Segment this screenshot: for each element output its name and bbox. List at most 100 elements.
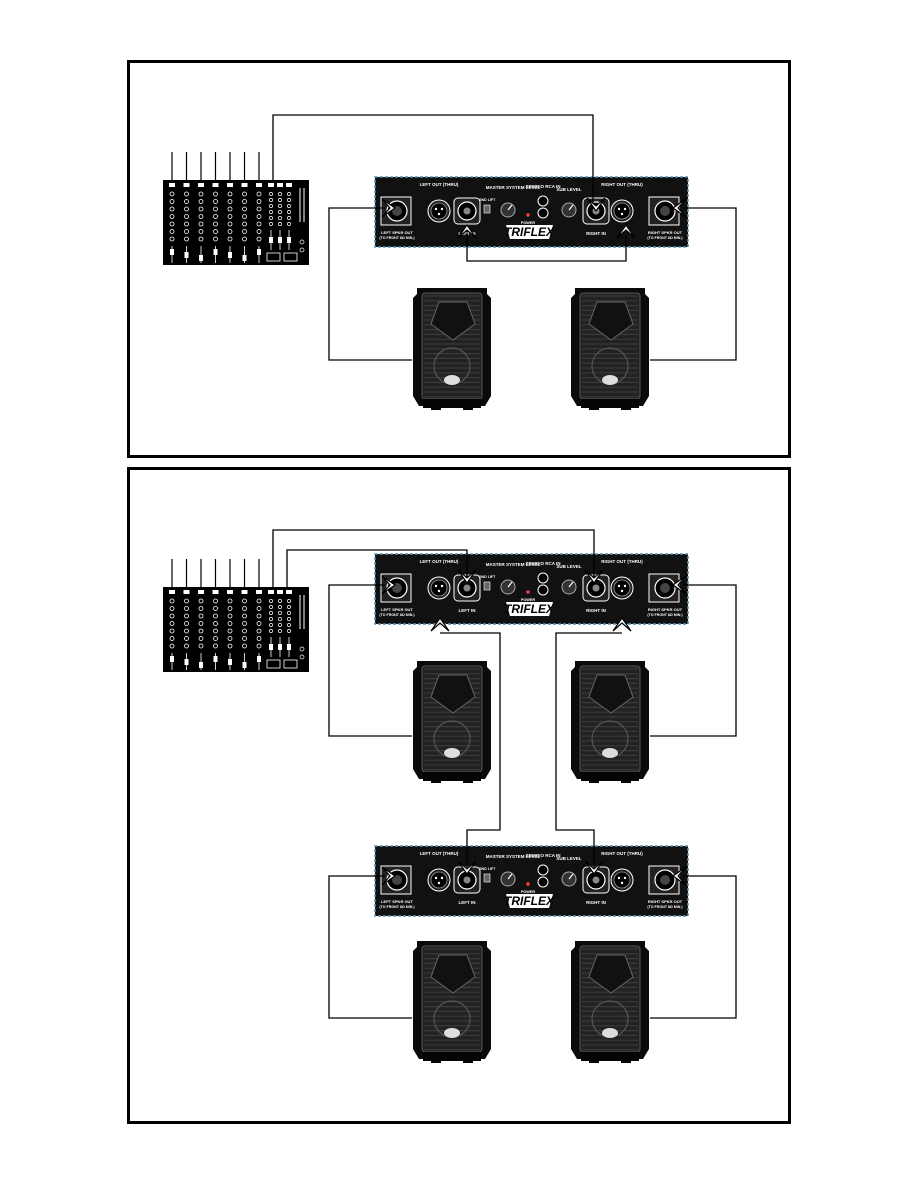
right-out-thru-xlr-jack-pin [620,881,624,885]
left-out-thru-xlr-jack-body [430,871,448,889]
mixer-fader-cap [257,249,261,255]
upper-left-speaker-cable [328,584,412,737]
mixer-knob [198,214,204,219]
mixer-knob [227,613,233,619]
mixer-knob [169,236,175,242]
mixer-knob [184,636,189,641]
mixer-knob [184,229,189,234]
mixer-input-jack [256,590,262,594]
left-in-label: LEFT IN [459,231,476,236]
left-out-thru-xlr-jack-body [430,202,448,220]
mixer-knob [169,206,175,212]
mixer-knob [184,628,189,634]
upper-right-thru-to-lower-right-in-cable [555,632,622,868]
speaker-foot [589,406,599,410]
mixer-fader-cap [269,237,273,243]
mixer-knob [256,606,262,611]
right-out-thru-label: RIGHT OUT (THRU) [601,851,643,856]
mixer-knob [278,216,282,220]
mixer-output-jack [268,590,274,594]
left-speaker-out-label: LEFT SPKR OUT [381,899,413,904]
mixer-knob [184,221,189,227]
rca-jack-right [537,876,549,888]
mixer-knob [213,628,218,634]
mixer-knob [213,199,218,204]
triflex-rear-panel-panel2-lower: LEFT OUT (THRU)RIGHT OUT (THRU)MASTER SY… [374,845,689,917]
mixer-button [283,659,298,669]
left-in-combo-jack-hole [463,207,471,215]
mixer-to-upper-left-in-cable [286,549,468,587]
mixer-input-jack [183,183,190,187]
mixer-knob [227,606,233,611]
mixer-knob [256,636,262,641]
mixer-knob [184,613,189,619]
mixer-knob [299,646,305,652]
triflex-logo-badge [506,602,553,616]
right-out-thru-xlr-jack-pin [623,876,627,880]
mixer-knob [256,229,262,234]
mixer-knob [278,204,282,208]
mixer-knob [198,613,204,619]
right-speaker-out-arrow [671,198,687,218]
mixer-knob [198,643,204,649]
mixer-knob [269,192,273,196]
mixer-knob [256,613,262,619]
mixer-knob [213,606,218,611]
mixer-knob [269,611,273,615]
mixer-output-jack [286,590,292,594]
right-out-thru-label: RIGHT OUT (THRU) [601,559,643,564]
mixer-knob [242,613,247,619]
speaker-cabinet-upper-right [571,661,649,783]
speaker-horn [588,301,634,341]
stereo-rca-in-label: STEREO RCA IN [525,184,560,189]
right-out-thru-xlr-jack-pin [617,207,621,211]
mixer-knob [198,191,204,197]
speaker-foot [621,406,631,410]
left-out-thru-xlr-jack-pin [437,881,441,885]
left-out-thru-xlr-jack-pin [434,876,438,880]
mixer-output-jack [277,590,283,594]
mixer-knob [287,629,291,633]
mixer-knob [242,643,247,649]
speaker-foot [621,1059,631,1063]
mixer-knob [169,628,175,634]
right-out-thru-xlr-jack-body [613,579,631,597]
mixer-knob [287,210,291,214]
stereo-rca-in-label: STEREO RCA IN [525,561,560,566]
left-thru-to-right-out-cable [466,235,627,262]
mixer-knob [242,628,247,634]
right-in-label: RIGHT IN [586,608,606,613]
mixer-knob [269,216,273,220]
speaker-base [581,399,639,408]
right-in-combo-jack-hole [592,876,600,884]
mixer-knob [184,643,189,649]
mixer-fader-cap [242,255,247,261]
mixer-knob [242,221,247,227]
ground-lift-switch [483,581,491,591]
left-speaker-out-label: LEFT SPKR OUT [381,230,413,235]
right-speaker-impedance-label: (TO FRONT 8Ω MIN.) [647,236,683,240]
left-in-label: LEFT IN [459,608,476,613]
mixer-button [266,252,281,262]
mixer-knob [169,199,175,204]
mixer-input-jack [169,590,175,594]
mixer-knob [213,613,218,619]
mixer-output-jack [277,183,283,187]
mixer-knob [242,199,247,204]
mixer-knob [198,236,204,242]
mixer-input-jack [241,590,248,594]
mixer-icon-panel1 [163,180,309,265]
left-speaker-out-arrow [381,198,397,218]
mixer-knob [256,214,262,219]
mixer-knob [287,192,291,196]
mixer-input-jack [256,183,262,187]
mixer-button [266,659,281,669]
mixer-knob [169,229,175,234]
left-out-thru-xlr-jack-pin [434,207,438,211]
mixer-fader-cap [278,237,282,243]
mixer-to-right-in-cable [272,114,594,205]
master-system-level-label: MASTER SYSTEM LEVEL [486,185,541,190]
mixer-knob [278,210,282,214]
left-speaker-output-jack-core [392,875,402,885]
mixer-fader-cap [184,252,189,258]
